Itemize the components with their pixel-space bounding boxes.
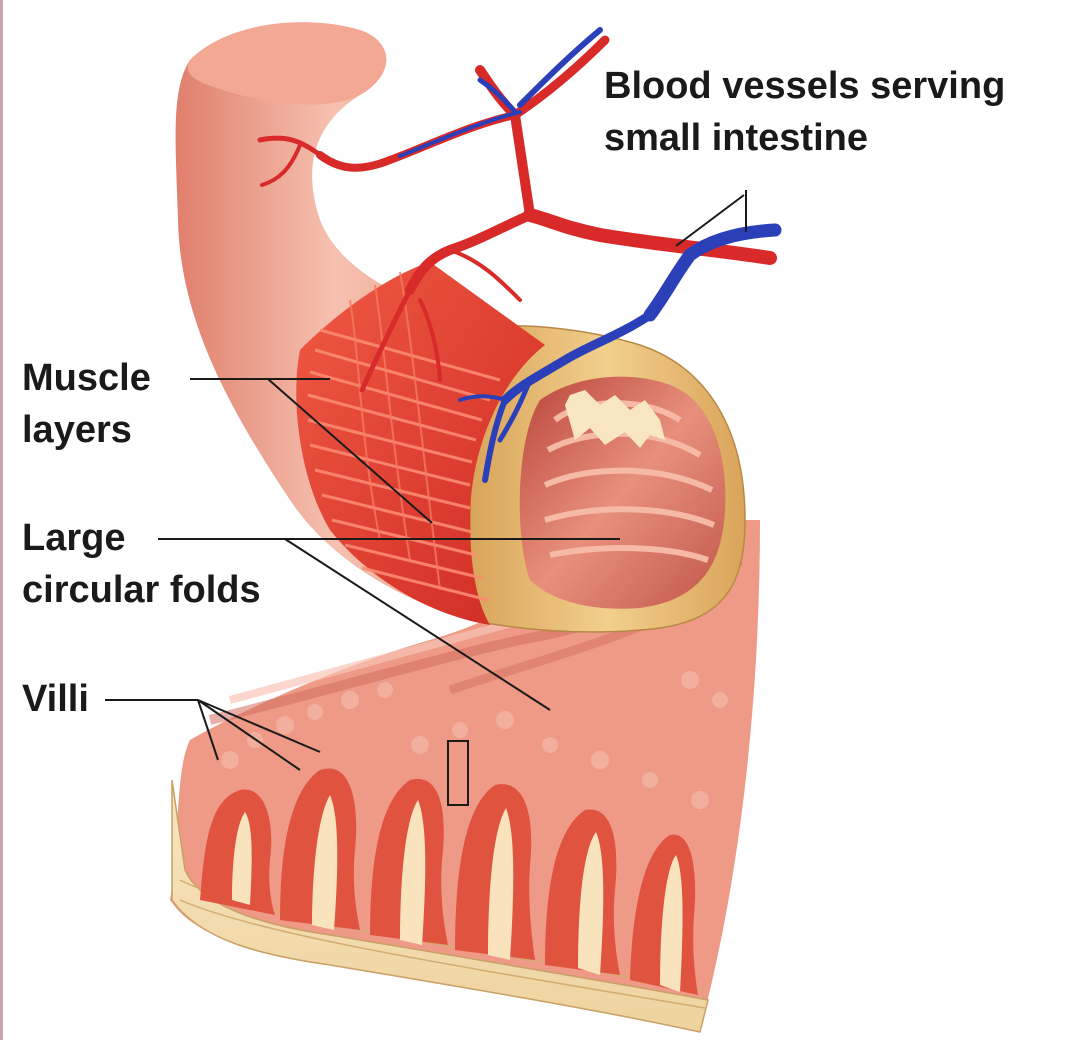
label-blood-vessels-line2: small intestine [604,112,1005,164]
label-muscle-layers-line1: Muscle [22,352,151,404]
label-circular-folds: Large circular folds [22,512,261,616]
label-villi: Villi [22,673,89,725]
label-blood-vessels: Blood vessels serving small intestine [604,60,1005,164]
label-muscle-layers-line2: layers [22,404,151,456]
label-villi-line1: Villi [22,673,89,725]
label-circular-folds-line2: circular folds [22,564,261,616]
label-circular-folds-line1: Large [22,512,261,564]
label-blood-vessels-line1: Blood vessels serving [604,60,1005,112]
label-muscle-layers: Muscle layers [22,352,151,456]
